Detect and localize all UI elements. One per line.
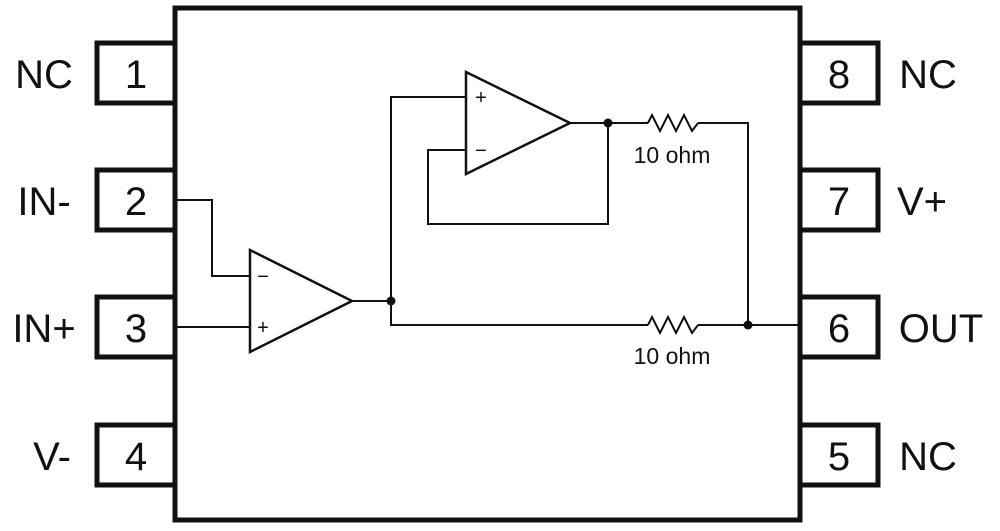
pin-6-box [797,294,881,360]
pin-7-label: V+ [897,180,947,224]
wire-buffer-feedback [427,123,609,225]
pin-3: 3 IN+ [12,294,178,360]
pin-3-number: 3 [125,307,147,351]
pin-2-number: 2 [125,180,147,224]
pin-1-box [94,40,178,106]
buffer-op-amp [464,69,573,177]
junction-dot-buffer-output [603,118,613,128]
resistor-1-label: 10 ohm [634,142,711,168]
pin-8-box [797,40,881,106]
pin-5-label: NC [899,435,957,479]
junction-dot-out [743,320,753,330]
main-op-amp [248,247,355,355]
pin-4: 4 V- [33,422,178,488]
pin-7: 7 V+ [797,167,947,233]
pin-1-label: NC [15,53,73,97]
pin-4-number: 4 [125,435,147,479]
pin-7-number: 7 [828,180,850,224]
pin-1-number: 1 [125,53,147,97]
wire-r1-to-out [698,122,749,325]
pin-7-box [797,167,881,233]
pin-3-label: IN+ [12,307,75,351]
wire-in-minus [175,199,250,277]
buffer-op-amp-plus-sign: + [475,87,487,109]
wire-node-lower [390,301,648,326]
pin-4-label: V- [33,435,71,479]
pin-5-box [797,422,881,488]
main-op-amp-plus-sign: + [257,317,269,339]
main-op-amp-minus-sign: − [257,266,269,288]
buffer-op-amp-minus-sign: − [475,140,487,162]
pin-5: 5 NC [797,422,957,488]
junction-dot-main-output [386,296,396,306]
resistor-2-label: 10 ohm [634,343,711,369]
pin-2: 2 IN- [17,167,178,233]
pin-6-number: 6 [828,307,850,351]
resistor-2 [647,314,699,336]
wire-node-to-buffer [390,96,466,301]
pin-6: 6 OUT [797,294,983,360]
pin-8-number: 8 [828,53,850,97]
pin-4-box [94,422,178,488]
pin-5-number: 5 [828,435,850,479]
pin-1: 1 NC [15,40,178,106]
pin-2-label: IN- [17,180,70,224]
pin-8-label: NC [899,53,957,97]
resistor-1 [647,112,699,134]
pin-8: 8 NC [797,40,957,106]
pin-2-box [94,167,178,233]
pin-6-label: OUT [899,307,983,351]
